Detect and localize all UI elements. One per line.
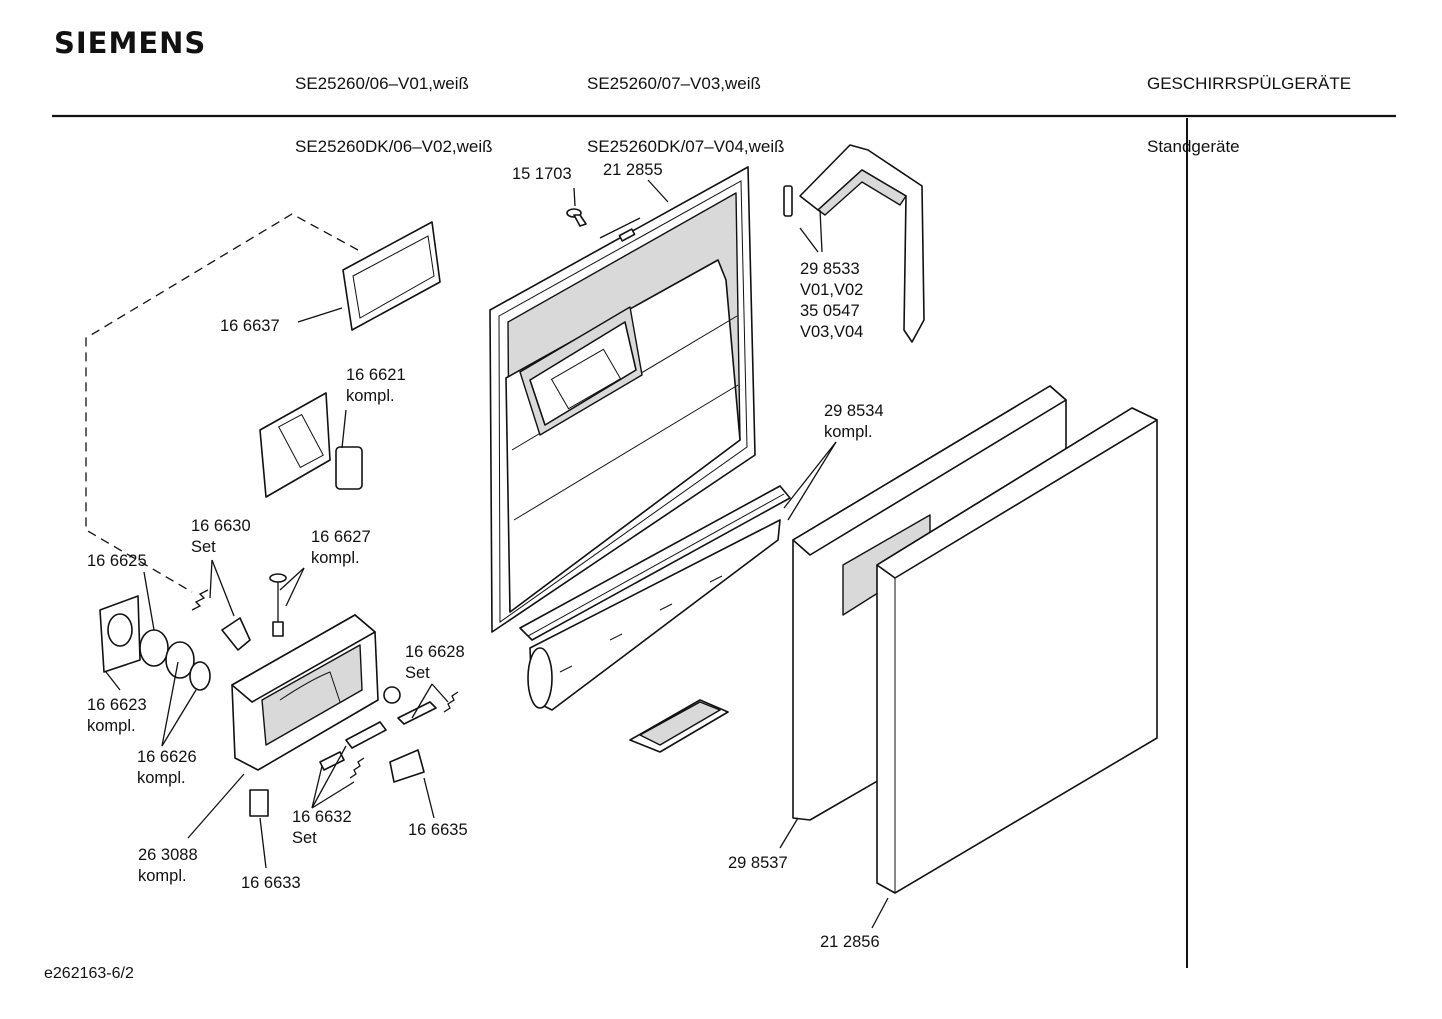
part-label-166625: 16 6625 (87, 552, 147, 570)
part-label-298534: 29 8534 (824, 402, 884, 420)
latch-part (629, 699, 729, 753)
bracket-part (783, 144, 925, 343)
part-label-151703: 15 1703 (512, 165, 572, 183)
part-label-set: Set (405, 664, 430, 682)
part-label-166632: 16 6632 (292, 808, 352, 826)
model-list-1: SE25260/06–V01,weiß SE25260DK/06–V02,wei… (295, 31, 493, 199)
window-frame (342, 221, 441, 331)
detergent-dispenser (231, 614, 379, 771)
valve-set (383, 686, 459, 725)
part-label-166623: 16 6623 (87, 696, 147, 714)
dashed-reference-line (85, 213, 359, 593)
screw-part (566, 208, 587, 227)
part-label-kompl: kompl. (311, 549, 360, 567)
model-line: SE25260DK/07–V04,weiß (587, 137, 785, 156)
part-label-kompl: kompl. (87, 717, 136, 735)
part-label-298533: 29 8533 (800, 260, 860, 278)
category-subtitle: Standgeräte (1147, 137, 1240, 156)
brand-logo: SIEMENS (54, 26, 207, 60)
part-label-variant: V03,V04 (800, 323, 863, 341)
part-label-kompl: kompl. (137, 769, 186, 787)
category-block: GESCHIRRSPÜLGERÄTE Standgeräte (1147, 31, 1351, 199)
part-label-variant: V01,V02 (800, 281, 863, 299)
spring-parts (191, 573, 287, 651)
model-line: SE25260/06–V01,weiß (295, 74, 469, 93)
part-label-350547: 35 0547 (800, 302, 860, 320)
dispenser-cover (259, 392, 363, 498)
drawing-code: e262163-6/2 (44, 965, 134, 982)
part-label-166628: 16 6628 (405, 643, 465, 661)
part-label-166627: 16 6627 (311, 528, 371, 546)
part-label-166635: 16 6635 (408, 821, 468, 839)
part-label-166630: 16 6630 (191, 517, 251, 535)
part-label-263088: 26 3088 (138, 846, 198, 864)
inner-door-panel (489, 166, 756, 633)
part-label-166621: 16 6621 (346, 366, 406, 384)
model-line: SE25260/07–V03,weiß (587, 74, 761, 93)
part-label-kompl: kompl. (824, 423, 873, 441)
front-door-panel (876, 407, 1158, 894)
category-title: GESCHIRRSPÜLGERÄTE (1147, 74, 1352, 93)
part-label-set: Set (292, 829, 317, 847)
part-label-298537: 29 8537 (728, 854, 788, 872)
small-plate (249, 789, 269, 817)
part-label-166633: 16 6633 (241, 874, 301, 892)
part-label-kompl: kompl. (346, 387, 395, 405)
part-label-166637: 16 6637 (220, 317, 280, 335)
part-label-212856: 21 2856 (820, 933, 880, 951)
part-label-212855: 21 2855 (603, 161, 663, 179)
model-list-2: SE25260/07–V03,weiß SE25260DK/07–V04,wei… (587, 31, 785, 199)
lever-set (319, 721, 425, 783)
leader-lines (105, 179, 889, 929)
model-line: SE25260DK/06–V02,weiß (295, 137, 493, 156)
hinge-rail (519, 485, 791, 711)
cap-assembly (99, 595, 211, 691)
part-label-166626: 16 6626 (137, 748, 197, 766)
part-label-set: Set (191, 538, 216, 556)
part-label-kompl: kompl. (138, 867, 187, 885)
